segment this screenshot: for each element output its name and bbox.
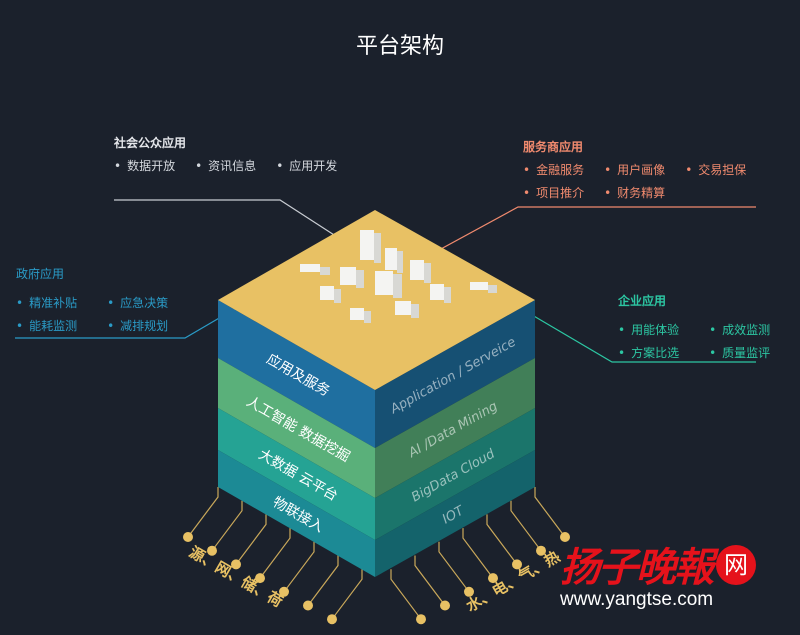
building-side (488, 285, 497, 293)
building (410, 260, 424, 280)
building-side (393, 274, 402, 298)
pin-line (331, 569, 363, 620)
building (375, 271, 393, 295)
pin-dot (255, 573, 265, 584)
pin-line (283, 541, 315, 593)
pin-dot (512, 559, 522, 570)
gov-apps-group: 政府应用 精准补贴 应急决策能耗监测 减排规划 (16, 265, 168, 334)
pin-line (211, 500, 243, 552)
cube-top-face (218, 210, 535, 390)
group-heading: 服务商应用 (523, 140, 584, 154)
list-item: 项目推介 (523, 184, 584, 201)
list-item: 资讯信息 (195, 157, 256, 174)
social-apps-group: 社会公众应用 数据开放 资讯信息 应用开发 (114, 134, 337, 174)
building (350, 308, 364, 320)
building-side (334, 289, 341, 303)
building (395, 301, 411, 315)
pin-line (259, 528, 291, 579)
list-item: 减排规划 (107, 317, 168, 334)
connector-enterprise (509, 301, 756, 363)
layer-left-face (218, 358, 375, 498)
list-item: 用能体验 (618, 321, 679, 338)
city-buildings (300, 230, 497, 323)
building (385, 248, 397, 270)
pin-line (414, 555, 446, 606)
pin-dot (560, 532, 570, 542)
connector-service (427, 206, 756, 257)
pin-dot (183, 532, 193, 542)
building (340, 267, 356, 285)
pin-dot (279, 586, 289, 597)
page-title: 平台架构 (355, 34, 444, 59)
building (430, 284, 444, 300)
layer-left-face (218, 450, 375, 577)
building-side (444, 287, 451, 303)
list-item: 金融服务 (523, 161, 584, 178)
pin-dot (231, 559, 241, 570)
layer-left-face (218, 300, 375, 448)
list-item: 用户画像 (604, 161, 665, 178)
building-side (374, 233, 381, 263)
pin-dot (207, 545, 217, 556)
list-item: 精准补贴 (16, 294, 77, 311)
layer-right-face (375, 300, 535, 448)
list-item: 数据开放 (114, 157, 175, 174)
connector-social (114, 199, 346, 243)
building (320, 286, 334, 300)
building-side (320, 267, 330, 275)
list-item: 质量监评 (709, 344, 770, 361)
building-side (411, 304, 419, 318)
enterprise-apps-group: 企业应用 用能体验 成效监测方案比选 质量监评 (618, 292, 770, 361)
pin-line (462, 528, 494, 579)
pin-line (486, 514, 518, 565)
building-side (364, 311, 371, 323)
layer-right-face (375, 358, 535, 498)
layer-left-face (218, 408, 375, 540)
pin-dot (327, 614, 337, 625)
pin-line (235, 514, 267, 565)
group-heading: 政府应用 (16, 267, 65, 281)
pin-line (187, 487, 219, 538)
pin-line (438, 541, 470, 593)
list-item: 交易担保 (685, 161, 746, 178)
building-side (397, 251, 403, 273)
pin-dot (464, 586, 474, 597)
group-heading: 社会公众应用 (114, 136, 187, 150)
layer-right-face (375, 408, 535, 540)
bottom-left-label: 源、网、储、荷 (186, 543, 286, 611)
layer-right-face (375, 450, 535, 577)
list-item: 应急决策 (107, 294, 168, 311)
pin-line (510, 500, 542, 552)
building-side (356, 270, 364, 288)
list-item: 成效监测 (709, 321, 770, 338)
list-item: 应用开发 (276, 157, 337, 174)
building (360, 230, 374, 260)
building (300, 264, 320, 272)
list-item: 方案比选 (618, 344, 679, 361)
pin-dot (440, 600, 450, 611)
list-item: 能耗监测 (16, 317, 77, 334)
pin-dot (303, 600, 313, 611)
pin-dot (416, 614, 426, 625)
logo-url: www.yangtse.com (560, 589, 714, 610)
group-heading: 企业应用 (618, 294, 667, 308)
building-side (424, 263, 431, 283)
yangtse-logo: 扬子晚報网 www.yangtse.com (560, 535, 790, 611)
pin-line (390, 569, 422, 620)
pin-line (307, 555, 339, 606)
building (470, 282, 488, 290)
list-item: 财务精算 (604, 184, 665, 201)
pin-dot (536, 545, 546, 556)
pin-line (534, 487, 566, 538)
logo-text: 扬子晚報 (560, 544, 714, 591)
pin-dot (488, 573, 498, 584)
service-apps-group: 服务商应用 金融服务 用户画像 交易担保项目推介 财务精算 (523, 138, 746, 201)
logo-badge: 网 (716, 545, 756, 585)
